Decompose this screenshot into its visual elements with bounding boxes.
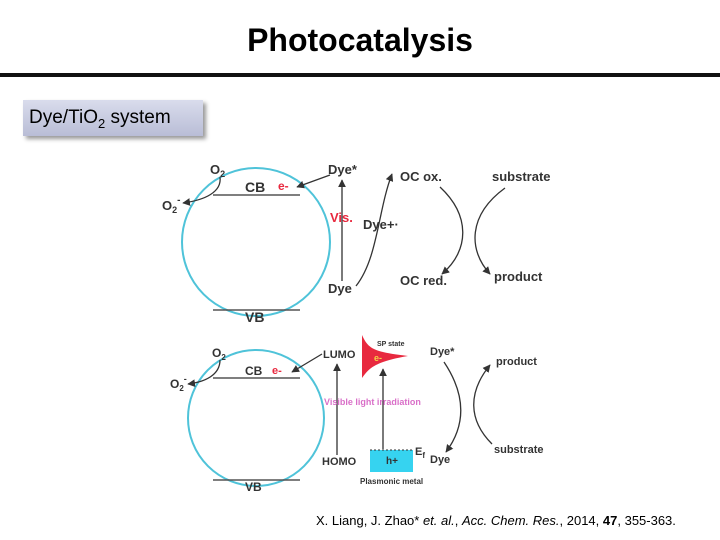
citation-pages: , 355-363. xyxy=(617,513,676,528)
ef-label: Ef xyxy=(415,446,425,460)
citation-year: , 2014, xyxy=(559,513,603,528)
dye-label-top: Dye xyxy=(328,281,352,296)
o2-reduction-arrow-bottom xyxy=(187,359,221,388)
slide-title: Photocatalysis xyxy=(247,22,473,58)
injection-arrow-bottom xyxy=(291,353,323,373)
oc-ox-label-top: OC ox. xyxy=(400,169,442,184)
o2-minus-label-top: O2- xyxy=(162,195,180,215)
citation-sep: , xyxy=(454,513,462,528)
oc-cycle-arrow-top xyxy=(439,186,464,275)
oc-red-label-top: OC red. xyxy=(400,273,447,288)
substrate-product-arrow-top xyxy=(474,187,506,275)
o2-reduction-arrow-top xyxy=(182,176,221,206)
o2-label-bottom: O2 xyxy=(212,346,226,362)
citation: X. Liang, J. Zhao* et. al., Acc. Chem. R… xyxy=(316,513,676,528)
substrate-label-bottom: substrate xyxy=(494,444,544,456)
vb-label-top: VB xyxy=(245,309,264,325)
o2-label-top: O2 xyxy=(210,162,225,179)
e-minus-label-bottom: e- xyxy=(272,365,282,377)
cb-label-bottom: CB xyxy=(245,364,263,378)
o2-minus-label-bottom: O2- xyxy=(170,374,187,393)
substrate-product-arrow-bottom xyxy=(473,364,493,445)
citation-authors: X. Liang, J. Zhao* xyxy=(316,513,423,528)
tio2-particle-bottom xyxy=(187,349,325,487)
h-plus-box xyxy=(370,450,413,472)
subtitle-main: Dye/TiO xyxy=(29,107,98,128)
title-rule xyxy=(0,73,720,77)
lumo-label: LUMO xyxy=(323,349,356,361)
homo-label: HOMO xyxy=(322,456,357,468)
plasmonic-metal-label: Plasmonic metal xyxy=(360,477,423,486)
top-diagram: O2 O2- CB e- VB Dye* Vis. Dye+· Dye OC o… xyxy=(162,162,551,325)
dye-cycle-arrow-bottom xyxy=(443,361,462,453)
product-label-top: product xyxy=(494,269,543,284)
subtitle-box: Dye/TiO2 system xyxy=(23,100,203,136)
dye-plus-label-top: Dye+· xyxy=(363,217,399,232)
dye-oxidation-arrow-top xyxy=(355,173,394,287)
subtitle-rest: system xyxy=(105,107,171,128)
product-label-bottom: product xyxy=(496,356,537,368)
citation-journal: Acc. Chem. Res. xyxy=(461,513,560,528)
dye-star-label-bottom: Dye* xyxy=(430,346,455,358)
citation-etal: et. al. xyxy=(422,513,455,528)
sp-e-label: e- xyxy=(374,353,382,363)
visible-light-label: Visible light irradiation xyxy=(324,397,421,407)
tio2-particle-top xyxy=(181,167,331,317)
bottom-diagram: O2 O2- CB e- VB LUMO HOMO SP state e- Vi… xyxy=(170,335,544,494)
substrate-label-top: substrate xyxy=(492,169,551,184)
h-plus-label: h+ xyxy=(386,456,398,467)
vb-label-bottom: VB xyxy=(245,480,262,494)
sp-state-shape xyxy=(362,335,408,378)
dye-label-bottom: Dye xyxy=(430,454,450,466)
citation-volume: 47 xyxy=(602,513,618,528)
injection-arrow-top xyxy=(296,174,331,189)
e-minus-label-top: e- xyxy=(278,179,289,193)
subtitle-sub: 2 xyxy=(97,115,106,131)
cb-label-top: CB xyxy=(245,179,265,195)
sp-state-label: SP state xyxy=(377,341,405,348)
dye-star-label-top: Dye* xyxy=(328,162,358,177)
